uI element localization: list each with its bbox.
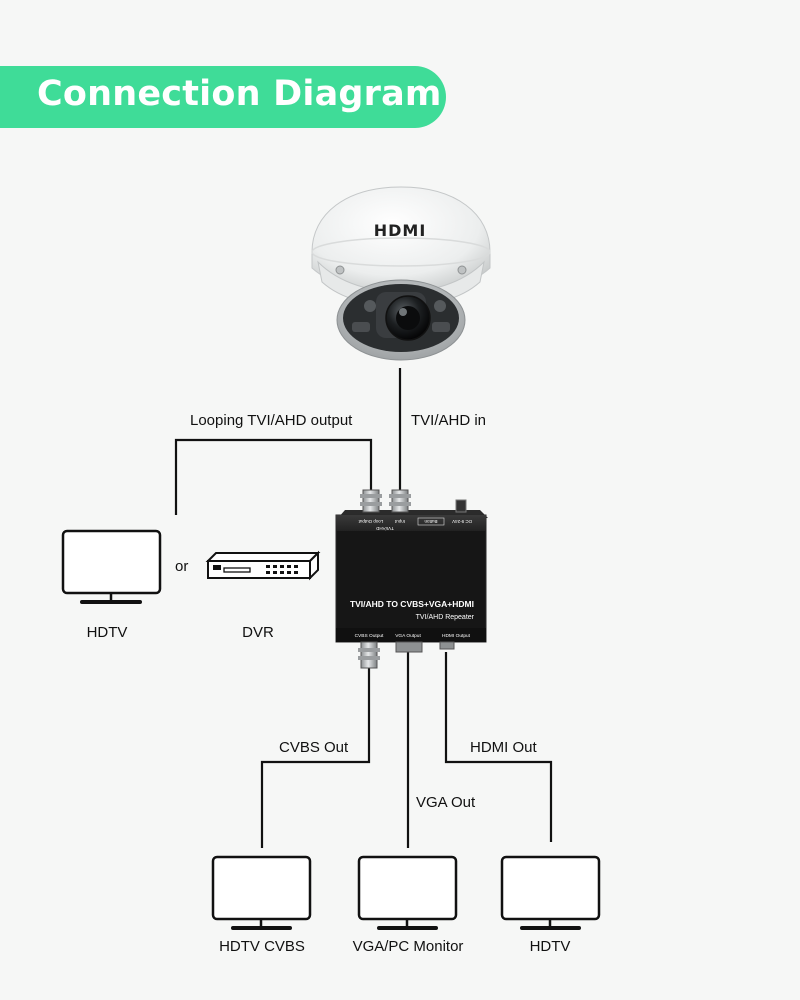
title-banner: Connection Diagram: [0, 66, 446, 128]
hdtv-cvbs-icon: [211, 855, 312, 930]
bnc-cvbs-connector: [358, 641, 380, 669]
out-cvbs-label: CVBS Output: [355, 633, 384, 639]
device-title: TVI/AHD TO CVBS+VGA+HDMI: [350, 599, 474, 609]
label-tvi-in: TVI/AHD in: [411, 412, 487, 429]
dome-camera: HDMI: [311, 186, 491, 361]
camera-brand-text: HDMI: [374, 221, 427, 240]
label-vga-monitor: VGA/PC Monitor: [352, 938, 464, 955]
port-input-label: Input: [394, 519, 405, 524]
label-dvr: DVR: [242, 624, 274, 641]
cable-looping: [174, 438, 373, 515]
cable-hdmi: [444, 652, 553, 842]
port-group-label: TVI/AHD: [375, 526, 394, 531]
out-hdmi-label: HDMI Output: [442, 633, 471, 639]
bnc-input-connector: [389, 489, 411, 513]
label-left-hdtv: HDTV: [86, 624, 128, 641]
vga-connector: [395, 641, 423, 653]
bnc-loop-connector: [360, 489, 382, 513]
label-hdmi-out: HDMI Out: [470, 739, 537, 756]
cable-cvbs: [260, 668, 371, 848]
label-hdtv-right: HDTV: [529, 938, 571, 955]
dc-jack: [455, 499, 467, 513]
cables: [174, 368, 553, 848]
dvr-icon: [205, 550, 321, 581]
hdtv-right-icon: [500, 855, 601, 930]
device-subtitle: TVI/AHD Repeater: [416, 614, 475, 621]
label-vga-out: VGA Out: [416, 794, 476, 811]
converter-device: Loop Output Input TVI/AHD Button DC 9-24…: [335, 489, 488, 669]
label-hdtv-cvbs: HDTV CVBS: [219, 938, 305, 955]
label-or: or: [175, 558, 189, 575]
left-hdtv-icon: [61, 529, 162, 604]
hdmi-connector: [439, 641, 455, 650]
port-loop-label: Loop Output: [358, 519, 384, 524]
vga-monitor-icon: [357, 855, 458, 930]
out-vga-label: VGA Output: [395, 633, 421, 639]
port-button-label: Button: [424, 519, 438, 524]
port-dc-label: DC 9-24V: [452, 519, 472, 524]
page-title: Connection Diagram: [37, 74, 442, 114]
label-looping-output: Looping TVI/AHD output: [190, 412, 353, 429]
label-cvbs-out: CVBS Out: [279, 739, 349, 756]
